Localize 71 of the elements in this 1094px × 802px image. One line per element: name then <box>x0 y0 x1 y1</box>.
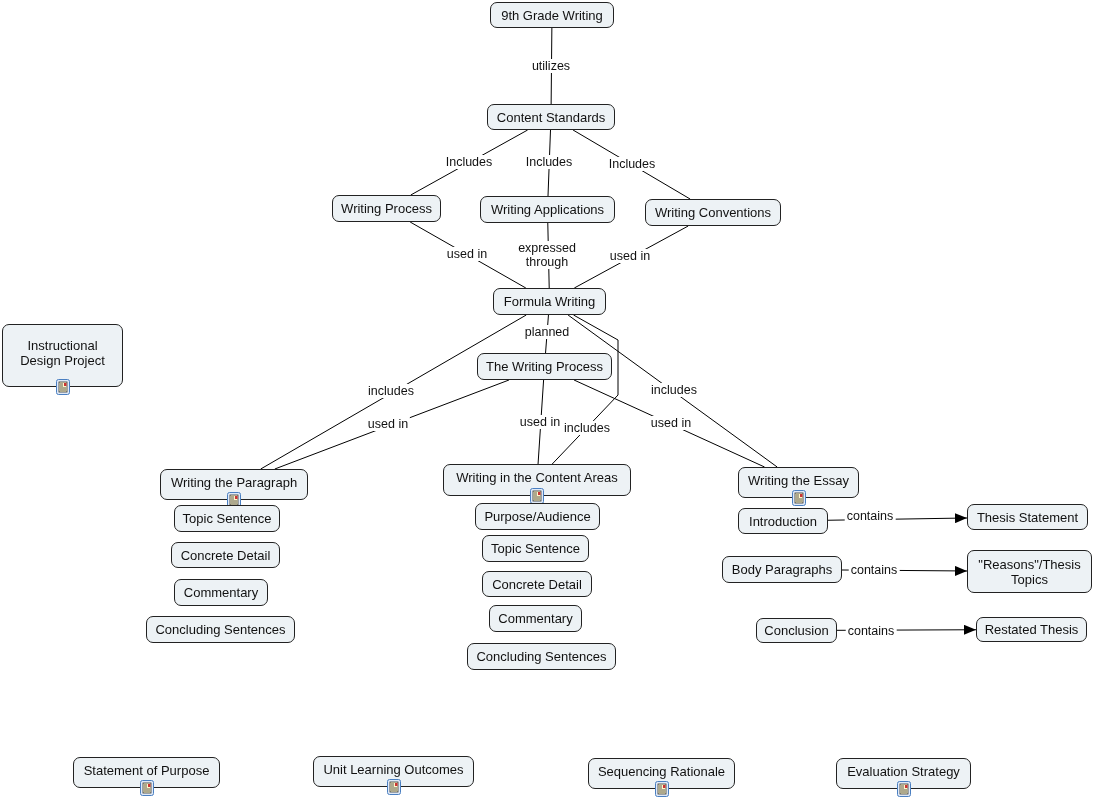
concept-text: Restated Thesis <box>984 622 1079 637</box>
edge-label: includes <box>649 383 699 397</box>
connector-line <box>567 314 778 468</box>
concept-box <box>467 643 616 670</box>
concept-box <box>722 556 842 583</box>
edge-label: utilizes <box>529 59 573 73</box>
concept-text: "Reasons"/Thesis Topics <box>977 556 1082 587</box>
edge-label: includes <box>562 421 612 435</box>
concept-text: Concluding Sentences <box>476 649 607 664</box>
concept-box <box>493 288 606 315</box>
concept-box <box>174 505 280 532</box>
concept-box <box>482 535 589 562</box>
concept-box <box>490 2 614 28</box>
concept-box <box>967 504 1088 530</box>
concept-box <box>475 503 600 530</box>
edge-label: used in <box>444 247 490 261</box>
concept-text: Thesis Statement <box>976 509 1079 525</box>
concept-text: Topic Sentence <box>491 541 580 556</box>
connector-line <box>260 314 527 470</box>
concept-box <box>480 196 615 223</box>
concept-text: Concluding Sentences <box>155 622 286 637</box>
concept-text: Writing in the Content Areas <box>456 470 618 485</box>
edge-label: used in <box>365 417 411 431</box>
edge-label: Includes <box>443 155 495 169</box>
concept-text: Content Standards <box>496 109 606 125</box>
concept-text: 9th Grade Writing <box>501 7 603 23</box>
concept-box <box>482 571 592 597</box>
concept-text: Formula Writing <box>503 294 596 309</box>
concept-text: Writing the Paragraph <box>170 475 298 490</box>
edge-label: Includes <box>523 155 575 169</box>
concept-box <box>756 618 837 643</box>
concept-text: Concrete Detail <box>492 576 582 592</box>
concept-text: Sequencing Rationale <box>597 764 726 779</box>
concept-box <box>738 508 828 534</box>
concept-box <box>174 579 268 606</box>
concept-text: Commentary <box>498 611 573 626</box>
concept-text: Introduction <box>749 513 817 529</box>
concept-text: Unit Learning Outcomes <box>323 762 464 777</box>
concept-box <box>489 605 582 632</box>
edge-label: contains <box>844 509 896 523</box>
concept-box <box>171 542 280 568</box>
edge-label: planned <box>522 325 572 339</box>
concept-box <box>976 617 1087 642</box>
concept-text: Writing the Essay <box>748 473 849 488</box>
concept-box <box>487 104 615 130</box>
concept-text: Body Paragraphs <box>731 562 833 577</box>
concept-text: Writing Applications <box>490 202 605 217</box>
concept-box <box>332 195 441 222</box>
concept-text: Instructional Design Project <box>19 337 106 368</box>
concept-box <box>967 550 1092 593</box>
edge-label: used in <box>607 249 653 263</box>
edge-label: contains <box>845 624 897 638</box>
concept-text: Writing Conventions <box>654 205 772 220</box>
concept-text: Commentary <box>183 585 259 600</box>
edge-label: Includes <box>606 157 658 171</box>
concept-box <box>146 616 295 643</box>
concept-text: Writing Process <box>341 201 432 216</box>
concept-text: Concrete Detail <box>180 547 271 563</box>
edge-label: used in <box>648 416 694 430</box>
edge-label: used in <box>517 415 563 429</box>
connector-line <box>551 314 619 465</box>
concept-box <box>645 199 781 226</box>
concept-text: Statement of Purpose <box>83 763 210 778</box>
concept-text: The Writing Process <box>486 359 603 374</box>
edge-label: includes <box>366 384 416 398</box>
edge-label: contains <box>848 563 900 577</box>
concept-text: Purpose/Audience <box>484 509 591 524</box>
concept-text: Topic Sentence <box>182 511 272 526</box>
concept-text: Evaluation Strategy <box>847 764 960 779</box>
concept-text: Conclusion <box>764 623 829 638</box>
concept-box <box>477 353 612 380</box>
